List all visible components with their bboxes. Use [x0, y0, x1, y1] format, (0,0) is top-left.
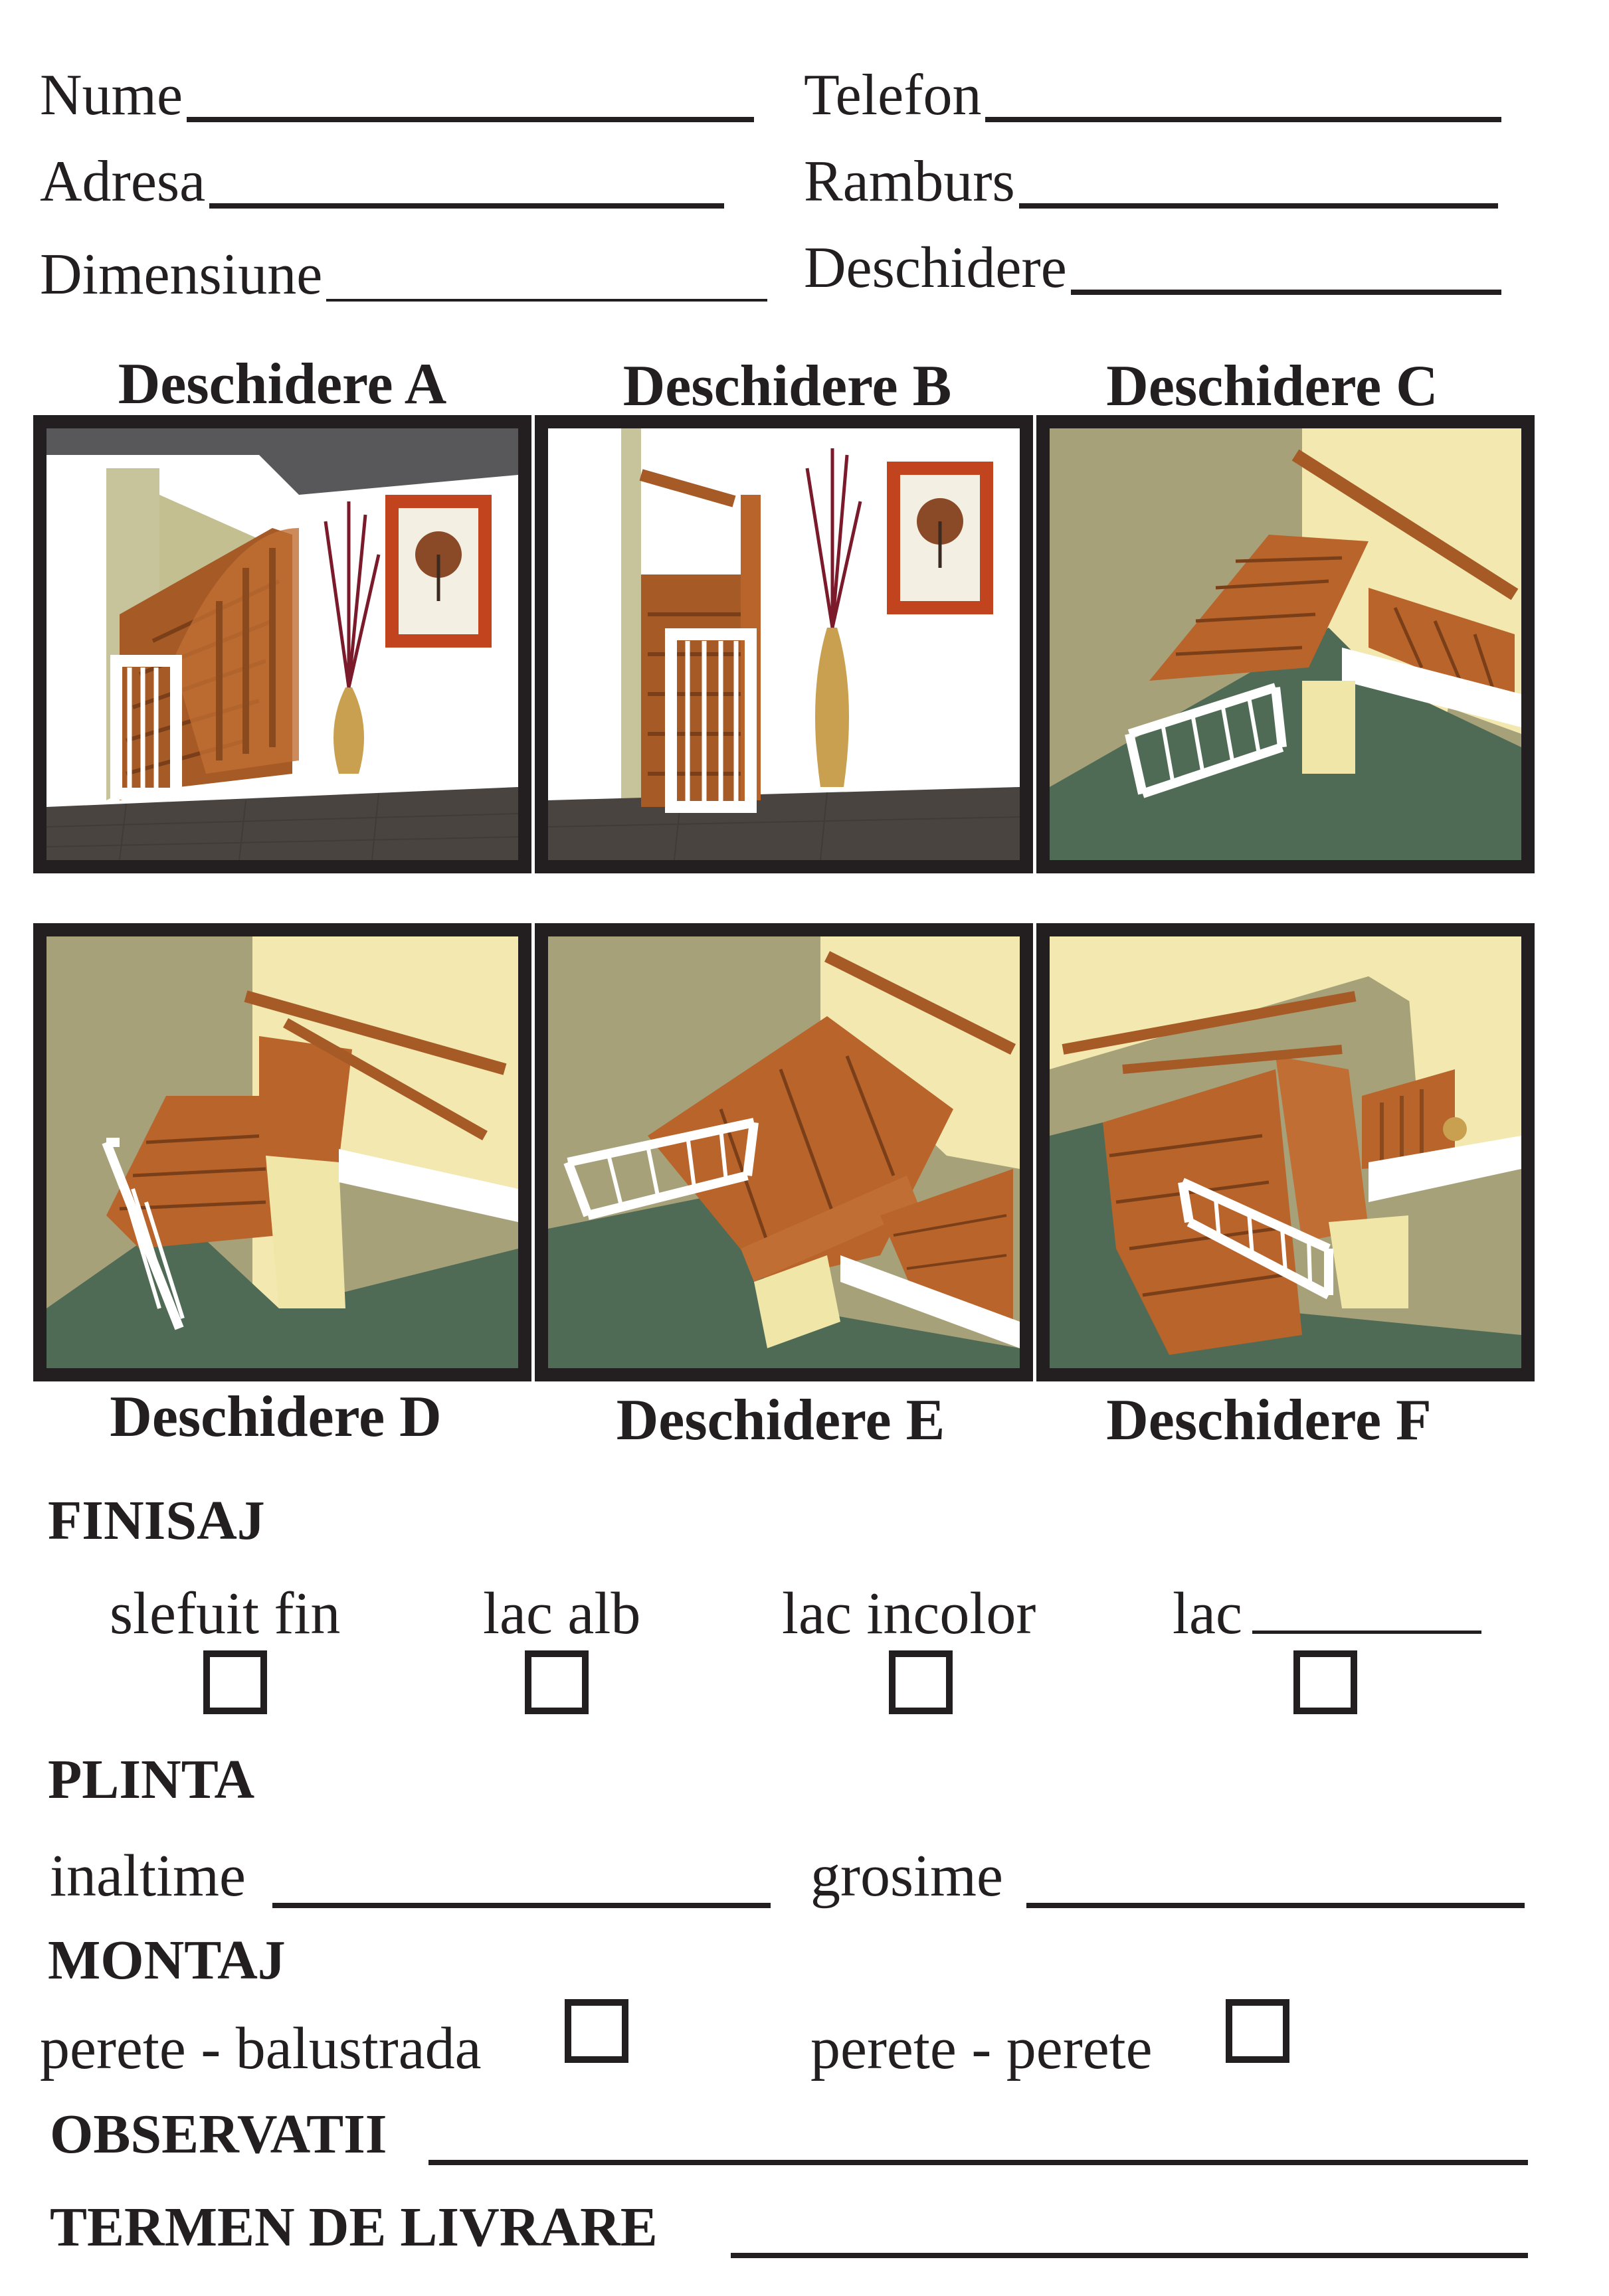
opening-input-line[interactable] [1070, 283, 1501, 295]
name-input-line[interactable] [187, 110, 754, 122]
stair-render-e [548, 936, 1020, 1368]
panel-opening-e[interactable] [535, 923, 1033, 1381]
observatii-input-line[interactable] [428, 2119, 1528, 2165]
panel-opening-c[interactable] [1036, 415, 1535, 873]
caption-opening-d: Deschidere D [110, 1385, 442, 1449]
stair-render-d [47, 936, 518, 1368]
plinta-thickness-label: grosime [810, 1843, 1003, 1909]
phone-label: Telefon [804, 63, 982, 128]
caption-opening-c: Deschidere C [1106, 354, 1438, 418]
checkbox-lac-incolor[interactable] [889, 1650, 953, 1714]
montaj-option-wall-balustrade: perete - balustrada [40, 2016, 482, 2081]
stair-render-c [1050, 428, 1521, 860]
finisaj-title: FINISAJ [48, 1490, 265, 1551]
caption-opening-e: Deschidere E [616, 1388, 945, 1453]
panel-opening-b[interactable] [535, 415, 1033, 873]
termen-label: TERMEN DE LIVRARE [50, 2196, 658, 2258]
panel-opening-d[interactable] [33, 923, 531, 1381]
phone-field[interactable]: Telefon [804, 66, 1501, 125]
caption-opening-b: Deschidere B [622, 354, 952, 418]
plinta-height-input-line[interactable] [272, 1856, 771, 1908]
name-label: Nume [40, 63, 183, 128]
finisaj-option-slefuit-fin: slefuit fin [110, 1581, 341, 1646]
address-label: Adresa [40, 149, 206, 214]
address-field[interactable]: Adresa [40, 153, 724, 211]
stair-render-a [47, 428, 518, 860]
address-input-line[interactable] [209, 197, 724, 209]
termen-input-line[interactable] [731, 2212, 1528, 2258]
dimension-field[interactable]: Dimensiune [40, 246, 767, 304]
finisaj-option-lac-alb: lac alb [483, 1581, 641, 1646]
caption-opening-a: Deschidere A [118, 352, 447, 416]
stair-render-f [1050, 936, 1521, 1368]
montaj-option-wall-wall: perete - perete [810, 2016, 1153, 2081]
panel-opening-f[interactable] [1036, 923, 1535, 1381]
phone-input-line[interactable] [985, 110, 1501, 122]
opening-label: Deschidere [804, 236, 1067, 300]
checkbox-lac-alb[interactable] [525, 1650, 589, 1714]
lac-custom-input-line[interactable] [1252, 1591, 1481, 1634]
checkbox-wall-wall[interactable] [1226, 1999, 1289, 2063]
plinta-title: PLINTA [48, 1749, 255, 1810]
stair-render-b [548, 428, 1020, 860]
observatii-label: OBSERVATII [50, 2103, 387, 2165]
rambus-label: Ramburs [804, 149, 1015, 214]
checkbox-slefuit-fin[interactable] [203, 1650, 267, 1714]
name-field[interactable]: Nume [40, 66, 754, 125]
panel-opening-a[interactable] [33, 415, 531, 873]
montaj-title: MONTAJ [48, 1929, 286, 1991]
plinta-thickness-input-line[interactable] [1026, 1856, 1525, 1908]
checkbox-lac-custom[interactable] [1293, 1650, 1357, 1714]
rambus-field[interactable]: Ramburs [804, 153, 1498, 211]
caption-opening-f: Deschidere F [1106, 1388, 1432, 1453]
checkbox-wall-balustrade[interactable] [565, 1999, 628, 2063]
opening-field[interactable]: Deschidere [804, 239, 1501, 298]
dimension-input-line[interactable] [326, 292, 767, 302]
dimension-label: Dimensiune [40, 242, 323, 307]
finisaj-option-lac: lac [1173, 1581, 1242, 1646]
rambus-input-line[interactable] [1018, 197, 1498, 209]
finisaj-option-lac-incolor: lac incolor [782, 1581, 1036, 1646]
plinta-height-label: inaltime [50, 1843, 246, 1909]
